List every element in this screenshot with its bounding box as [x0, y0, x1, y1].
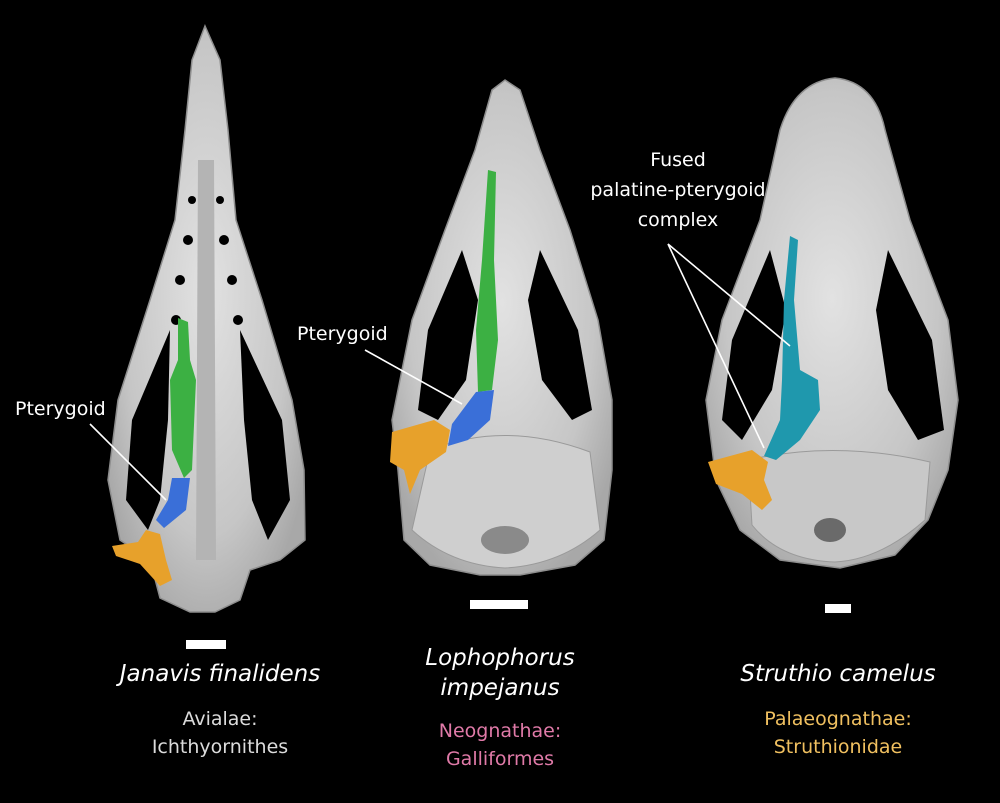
scale-bar-janavis: [186, 640, 226, 649]
skull-janavis-quadrate-orange: [112, 530, 172, 586]
skull-janavis-pterygoid-green: [170, 318, 196, 478]
skull-janavis-orbit-right: [240, 330, 290, 540]
skull-lophophorus-quadrate-orange: [390, 420, 450, 494]
skull-lophophorus-braincase: [411, 435, 601, 569]
label-pterygoid-middle: Pterygoid: [297, 323, 388, 345]
leader-lines: [89, 243, 791, 501]
label-fused-line2: palatine-pterygoid: [590, 179, 766, 201]
skull-janavis-orbit-left: [126, 330, 170, 530]
scale-bar-struthio: [825, 604, 851, 613]
species-name-lophophorus-line1: Lophophorus: [425, 645, 575, 671]
taxon-struthio-line1: Palaeognathae:: [764, 708, 912, 730]
skull-lophophorus-pterygoid-blue: [448, 390, 494, 446]
leader-line-pterygoid-left: [89, 423, 167, 501]
label-fused-line3: complex: [637, 209, 719, 231]
skull-struthio: [705, 77, 959, 569]
skull-lophophorus-foramen: [481, 526, 529, 554]
skull-struthio-braincase: [747, 450, 931, 563]
species-name-janavis: Janavis finalidens: [119, 661, 321, 687]
skull-struthio-orbit-right: [876, 250, 944, 440]
label-fused-line1: Fused: [650, 149, 706, 171]
skull-janavis-midline: [196, 160, 216, 560]
skull-lophophorus: [390, 79, 613, 576]
skull-struthio-foramen: [814, 518, 846, 542]
skull-struthio-palatine-teal: [764, 236, 820, 460]
label-pterygoid-left: Pterygoid: [15, 398, 106, 420]
skull-lophophorus-pterygoid-green: [476, 170, 498, 392]
taxon-janavis-line2: Ichthyornithes: [151, 736, 289, 758]
skull-lophophorus-orbit-right: [528, 250, 592, 420]
taxon-lophophorus-line1: Neognathae:: [438, 720, 562, 742]
taxon-struthio-line2: Struthionidae: [773, 736, 903, 758]
taxon-lophophorus-line2: Galliformes: [445, 748, 555, 770]
leader-line-fused-lower: [667, 243, 765, 449]
species-name-lophophorus-line2: impejanus: [440, 675, 560, 701]
scale-bar-lophophorus: [470, 600, 528, 609]
skull-struthio-quadrate-orange: [708, 450, 772, 510]
leader-line-pterygoid-middle: [364, 349, 463, 405]
species-name-struthio: Struthio camelus: [740, 661, 936, 687]
skull-janavis-pterygoid-blue: [156, 478, 190, 528]
skull-janavis-foramina: [171, 196, 243, 325]
skull-janavis: [107, 24, 306, 613]
skull-lophophorus-orbit-left: [418, 250, 478, 420]
leader-line-fused-upper: [667, 243, 791, 347]
taxon-janavis-line1: Avialae:: [182, 708, 258, 730]
